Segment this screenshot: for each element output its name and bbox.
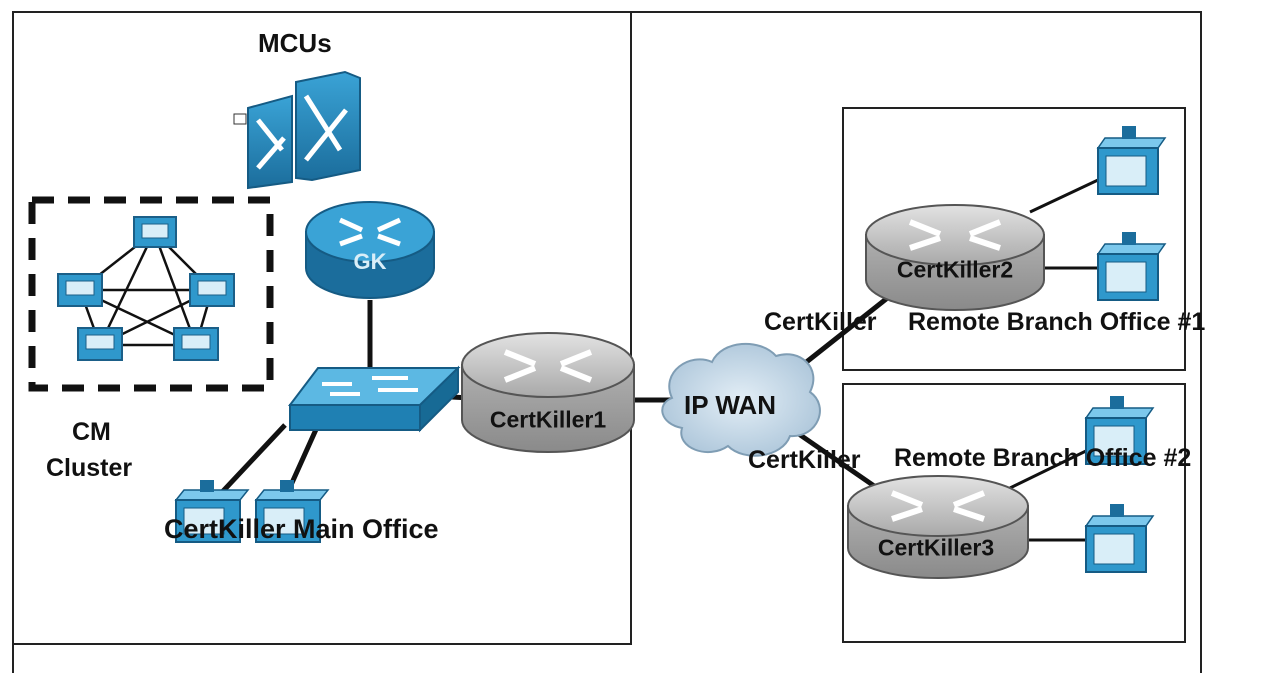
links	[208, 286, 902, 507]
router-certkiller1-icon	[461, 332, 635, 453]
ip-wan-cloud-icon	[661, 343, 821, 457]
switch-icon	[287, 365, 461, 433]
remote-branch-2-label: Remote Branch Office #2	[894, 444, 1192, 472]
ip-phone-icon	[1096, 232, 1167, 301]
remote-branch-1-frame	[842, 107, 1186, 371]
cm-cluster-label-line1: CM	[72, 418, 111, 446]
ip-phone-icon	[1096, 126, 1167, 195]
cm-server-icon	[77, 327, 123, 361]
ip-wan-label: IP WAN	[684, 390, 776, 420]
ip-phone-icon	[174, 480, 250, 543]
main-office-label: CertKiller Main Office	[164, 514, 439, 544]
cm-server-icon	[133, 216, 177, 248]
remote-branch-1-label: Remote Branch Office #1	[908, 308, 1206, 336]
cm-cluster-box	[28, 196, 274, 392]
gk-label: GK	[353, 249, 387, 274]
link-wan-router2	[788, 286, 902, 377]
main-office-frame	[12, 11, 632, 645]
router1-label: CertKiller1	[489, 406, 607, 433]
mcus-label: MCUs	[258, 28, 332, 58]
link-router3-phone-a	[1009, 448, 1089, 490]
router2-label: CertKiller2	[896, 256, 1014, 283]
gatekeeper-router-icon	[305, 201, 435, 299]
router-certkiller3-icon	[847, 475, 1029, 579]
cm-server-icon	[189, 273, 235, 307]
cm-cluster-label-line2: Cluster	[46, 454, 133, 482]
link-remote2-label: CertKiller	[748, 446, 861, 474]
cm-cluster	[57, 216, 235, 361]
ip-phone-icon	[1084, 396, 1155, 465]
mcu-icon	[233, 70, 361, 190]
link-router2-phone-a	[1029, 178, 1099, 214]
cm-server-icon	[173, 327, 219, 361]
ip-phone-icon	[1084, 504, 1155, 573]
ip-phone-icon	[254, 480, 330, 543]
link-wan-router3	[791, 427, 882, 493]
link-remote1-label: CertKiller	[764, 308, 877, 336]
remote-branch-2-frame	[842, 383, 1186, 643]
cm-server-icon	[57, 273, 103, 307]
router3-label: CertKiller3	[877, 534, 995, 561]
router-certkiller2-icon	[865, 204, 1045, 311]
